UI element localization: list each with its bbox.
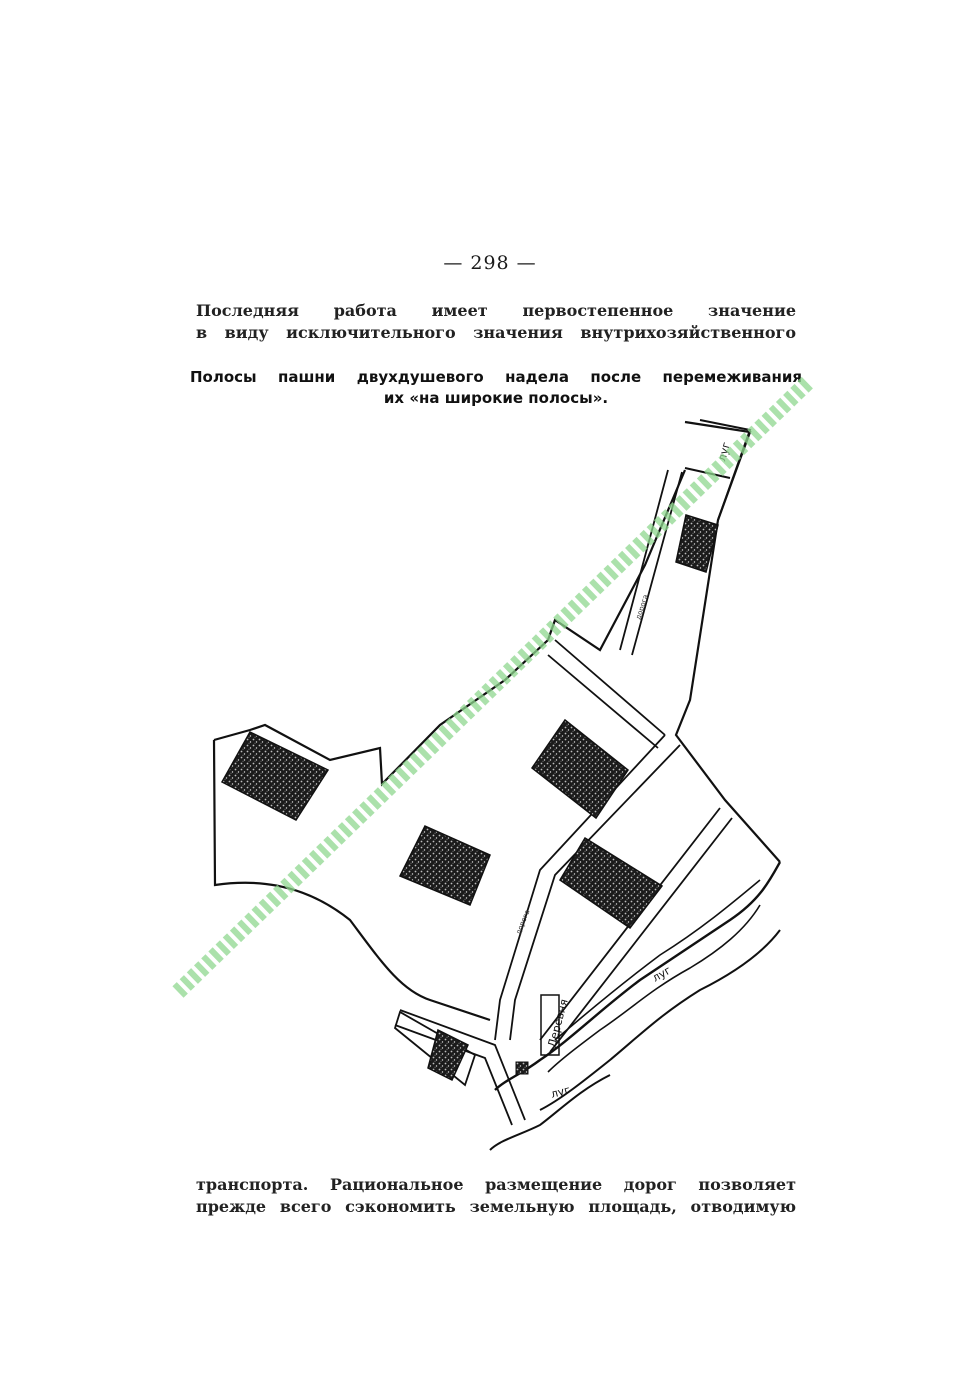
paragraph-line: в виду исключительного значения внутрихо… [196,323,796,342]
meadow-label: луг [549,1083,571,1101]
paragraph-line: прежде всего сэкономить земельную площад… [196,1197,796,1216]
caption-line: Полосы пашни двухдушевого надела после п… [190,368,802,386]
village-box [540,994,560,1056]
field-strip [675,514,719,573]
meadow-edge [539,929,781,1111]
road [547,639,666,749]
field-strip [530,718,630,820]
field-strip [220,731,330,821]
road [619,469,683,656]
figure-caption: Полосы пашни двухдушевого надела после п… [190,367,802,409]
field-strip [398,825,491,906]
road-label: дорога [634,594,650,621]
paragraph-line: транспорта. Рациональное размещение доро… [196,1175,796,1194]
meadow-edge [489,1074,611,1151]
field-strip [427,1028,469,1082]
watermark-line [172,376,814,998]
road [539,807,733,1053]
road-label: дорога [514,909,531,936]
meadow-edge [554,879,761,1041]
field-strip [558,836,664,930]
top-paragraph: Последняя работа имеет первостепенное зн… [196,300,796,344]
meadow-label: луг [650,964,673,985]
plot-outline [212,420,781,1022]
caption-line: их «на широкие полосы». [383,389,609,407]
village-house [515,1061,529,1075]
page-number: — 298 — [443,252,537,274]
bottom-paragraph: транспорта. Рациональное размещение доро… [196,1174,796,1218]
meadow-edge [547,904,761,1073]
road [394,1009,526,1126]
meadow-edge [494,861,782,1091]
paragraph-line: Последняя работа имеет первостепенное зн… [196,301,796,320]
